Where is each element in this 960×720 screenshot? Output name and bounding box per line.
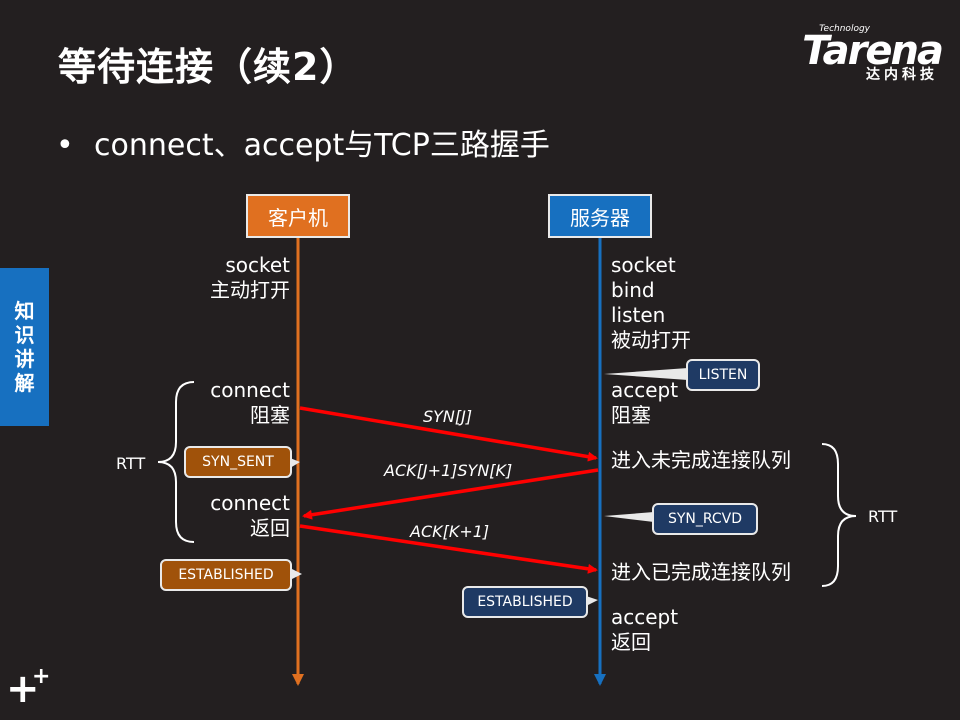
label-line: 进入已完成连接队列 — [611, 560, 791, 584]
slide-title: 等待连接（续2） — [58, 45, 359, 89]
syn-arrow — [299, 406, 598, 462]
server-established-pointer — [586, 596, 598, 606]
bullet-marker: • — [56, 128, 74, 163]
client-connect-return-label: connect 返回 — [210, 491, 290, 541]
client-timeline-arrowhead — [292, 674, 304, 686]
side-tab-char: 讲 — [14, 347, 35, 371]
rtt-right-label: RTT — [868, 507, 898, 526]
tarena-logo: Technology Tarena 达内科技 — [772, 24, 944, 84]
syn-sent-state-callout: SYN_SENT — [184, 446, 292, 478]
label-line: 主动打开 — [210, 278, 290, 302]
logo-tagline: Technology — [819, 24, 870, 34]
label-line: accept — [611, 605, 679, 629]
label-line: listen — [611, 303, 666, 327]
logo-brand: Tarena — [802, 28, 944, 74]
side-tab-char: 解 — [14, 371, 35, 395]
client-open-label: socket 主动打开 — [210, 253, 290, 303]
bullet-item: • connect、accept与TCP三路握手 — [56, 120, 550, 164]
label-line: 阻塞 — [611, 403, 651, 427]
rtt-left-label: RTT — [116, 454, 146, 473]
client-header: 客户机 — [246, 194, 350, 238]
label-line: connect — [210, 378, 290, 402]
bullet-text: connect、accept与TCP三路握手 — [94, 128, 550, 163]
side-tab-char: 知 — [14, 299, 35, 323]
syn-ack-arrow — [302, 468, 599, 520]
ack-arrow — [299, 524, 598, 574]
plus-small-icon: + — [32, 664, 51, 689]
server-complete-queue-label: 进入已完成连接队列 — [611, 560, 791, 585]
label-line: 返回 — [250, 516, 290, 540]
plus-icon: + — [6, 666, 40, 712]
syn-rcvd-state-callout: SYN_RCVD — [652, 503, 758, 535]
label-line: 被动打开 — [611, 328, 691, 352]
client-established-pointer — [290, 568, 302, 580]
server-timeline-arrowhead — [594, 674, 606, 686]
listen-pointer — [604, 368, 688, 380]
side-tab-knowledge[interactable]: 知 识 讲 解 — [0, 268, 49, 426]
label-line: 阻塞 — [250, 403, 290, 427]
server-accept-return-label: accept 返回 — [611, 605, 678, 655]
label-line: socket — [611, 253, 676, 277]
server-established-state-callout: ESTABLISHED — [462, 586, 588, 618]
client-established-state-callout: ESTABLISHED — [160, 559, 292, 591]
syn-message-label: SYN[J] — [423, 407, 473, 426]
syn-rcvd-pointer — [604, 512, 654, 522]
label-line: bind — [611, 278, 655, 302]
server-open-label: socket bind listen 被动打开 — [611, 253, 691, 353]
server-incomplete-queue-label: 进入未完成连接队列 — [611, 448, 791, 473]
label-line: connect — [210, 491, 290, 515]
label-line: accept — [611, 378, 679, 402]
client-connect-label: connect 阻塞 — [210, 378, 290, 428]
server-accept-label: accept 阻塞 — [611, 378, 678, 428]
listen-state-callout: LISTEN — [686, 359, 760, 391]
syn-sent-pointer — [290, 458, 300, 468]
label-line: 进入未完成连接队列 — [611, 448, 791, 472]
syn-ack-message-label: ACK[J+1]SYN[K] — [384, 461, 513, 480]
side-tab-char: 识 — [14, 323, 35, 347]
rtt-right-brace — [821, 443, 857, 587]
ack-message-label: ACK[K+1] — [410, 522, 490, 541]
label-line: 返回 — [611, 630, 651, 654]
rtt-left-brace — [157, 381, 195, 543]
logo-cn: 达内科技 — [866, 67, 938, 83]
label-line: socket — [225, 253, 290, 277]
server-header: 服务器 — [548, 194, 652, 238]
